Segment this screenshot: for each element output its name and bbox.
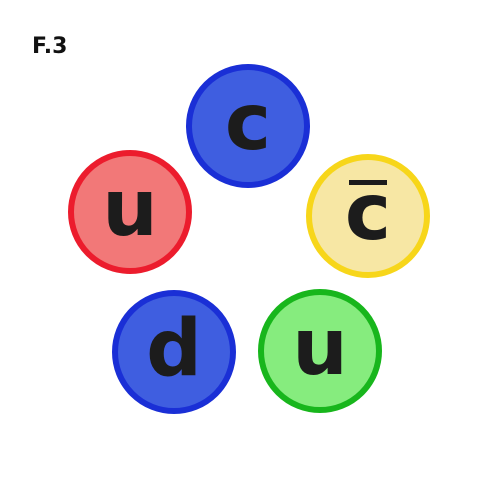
antiquark-bar: [348, 180, 388, 185]
quark-letter-u: u: [102, 164, 158, 254]
quark-letter-u-green: u: [292, 303, 348, 393]
antiquark-c-yellow: c: [306, 154, 430, 278]
quark-letter-d: d: [146, 304, 202, 394]
figure-label: F.3: [32, 34, 68, 59]
quark-d-blue: d: [112, 290, 236, 414]
quark-u-green: u: [258, 289, 382, 413]
antiquark-letter-text: c: [344, 168, 392, 258]
quark-c-blue: c: [186, 64, 310, 188]
antiquark-letter-c: c: [345, 174, 391, 252]
quark-letter-c: c: [224, 78, 272, 168]
quark-u-red: u: [68, 150, 192, 274]
